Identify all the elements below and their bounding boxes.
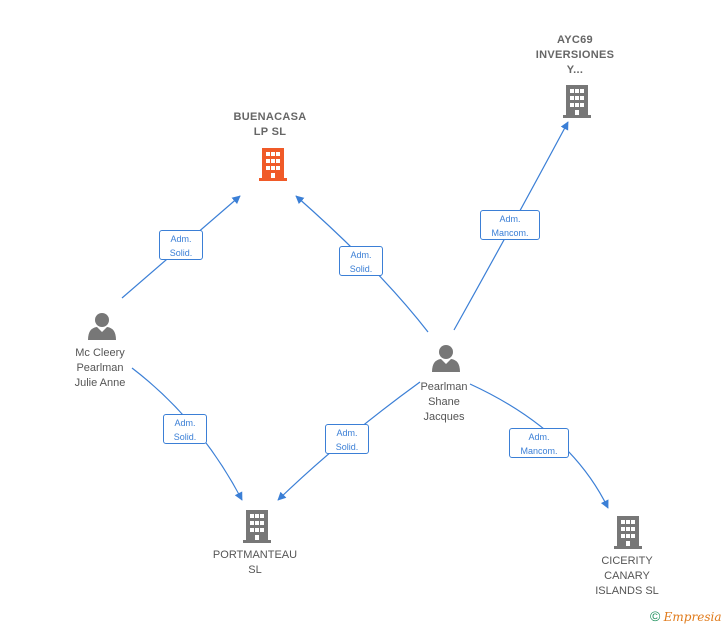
node-label-portmanteau[interactable]: PORTMANTEAU SL [200, 548, 310, 578]
building-icon[interactable] [259, 148, 287, 181]
person-icon[interactable] [432, 345, 460, 372]
label-line: BUENACASA [233, 111, 307, 123]
label-line: CICERITY [601, 555, 653, 567]
label-line: AYC69 [557, 34, 593, 46]
brand-name: Empresia [663, 610, 722, 624]
edge-label-line: Adm. [336, 428, 358, 438]
edge-label-line: Adm. [170, 234, 192, 244]
label-line: CANARY [604, 570, 650, 582]
node-label-cicerity[interactable]: CICERITY CANARY ISLANDS SL [572, 554, 682, 599]
person-icon[interactable] [88, 313, 116, 340]
label-line: Shane [428, 396, 460, 408]
edge-label-mccleery-buenacasa[interactable]: Adm. Solid. [159, 230, 203, 260]
node-label-mccleery[interactable]: Mc Cleery Pearlman Julie Anne [45, 346, 155, 391]
edge-label-line: Solid. [169, 248, 193, 258]
edge-label-mccleery-portmanteau[interactable]: Adm. Solid. [163, 414, 207, 444]
edge-label-line: Mancom. [491, 228, 529, 238]
edge-label-pearlman-cicerity[interactable]: Adm. Mancom. [509, 428, 569, 458]
node-label-pearlman[interactable]: Pearlman Shane Jacques [389, 380, 499, 425]
label-line: Y... [566, 64, 584, 76]
building-icon[interactable] [243, 510, 271, 543]
label-line: INVERSIONES [535, 49, 615, 61]
edge-label-line: Adm. [528, 432, 550, 442]
label-line: Pearlman [420, 381, 468, 393]
node-label-buenacasa[interactable]: BUENACASA LP SL [215, 110, 325, 140]
edge-label-line: Mancom. [520, 446, 558, 456]
label-line: ISLANDS SL [595, 585, 659, 597]
edge-label-pearlman-ayc69[interactable]: Adm. Mancom. [480, 210, 540, 240]
edge-label-line: Adm. [499, 214, 521, 224]
empresia-watermark: © Empresia [650, 608, 721, 624]
edge-label-pearlman-buenacasa[interactable]: Adm. Solid. [339, 246, 383, 276]
label-line: LP SL [253, 126, 287, 138]
edge-label-line: Adm. [350, 250, 372, 260]
edge-label-line: Solid. [335, 442, 359, 452]
label-line: Julie Anne [74, 377, 126, 389]
edge-label-pearlman-portmanteau[interactable]: Adm. Solid. [325, 424, 369, 454]
label-line: PORTMANTEAU [212, 549, 298, 561]
label-line: Jacques [423, 411, 465, 423]
edge-label-line: Solid. [349, 264, 373, 274]
copyright-icon: © [650, 608, 661, 624]
node-label-ayc69[interactable]: AYC69 INVERSIONES Y... [520, 33, 630, 78]
label-line: Mc Cleery [75, 347, 125, 359]
label-line: SL [248, 564, 262, 576]
edge-label-line: Adm. [174, 418, 196, 428]
building-icon[interactable] [563, 85, 591, 118]
label-line: Pearlman [76, 362, 124, 374]
building-icon[interactable] [614, 516, 642, 549]
edge-label-line: Solid. [173, 432, 197, 442]
